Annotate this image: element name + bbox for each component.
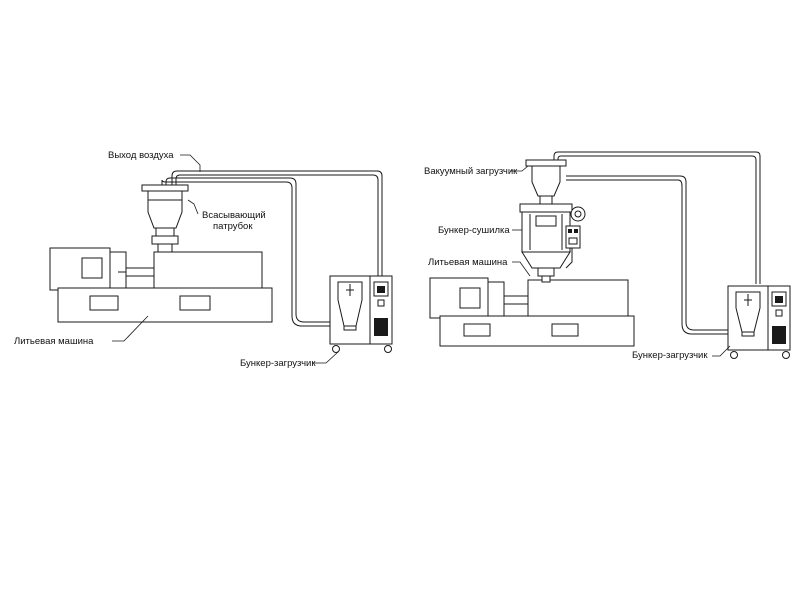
right-molding-machine (429, 277, 635, 347)
label-loader-hopper-right: Бункер-загрузчик (632, 350, 708, 361)
left-conveying-pipes (161, 170, 383, 327)
label-molding-machine-right: Литьевая машина (428, 257, 508, 268)
right-system: Вакуумный загрузчик Бункер-сушилка Литье… (424, 151, 791, 361)
right-dryer-hopper (519, 203, 586, 283)
right-conveying-pipes (553, 151, 761, 335)
label-loader-hopper-left: Бункер-загрузчик (240, 358, 316, 369)
label-air-outlet: Выход воздуха (108, 150, 174, 161)
label-dryer-hopper: Бункер-сушилка (438, 225, 510, 236)
left-system: Выход воздуха Всасывающий патрубок Литье… (14, 150, 393, 369)
left-leader-lines (112, 154, 339, 364)
label-suction-line: Всасывающий (202, 210, 266, 221)
left-loader-hopper (329, 275, 393, 353)
left-molding-machine (49, 247, 273, 323)
label-suction-line-2: патрубок (213, 221, 253, 232)
right-loader-hopper (727, 285, 791, 359)
left-vacuum-loader (141, 184, 189, 253)
label-molding-machine-left: Литьевая машина (14, 336, 94, 347)
right-leader-lines (510, 165, 731, 357)
right-vacuum-loader (525, 159, 567, 205)
label-vacuum-loader: Вакуумный загрузчик (424, 166, 518, 177)
